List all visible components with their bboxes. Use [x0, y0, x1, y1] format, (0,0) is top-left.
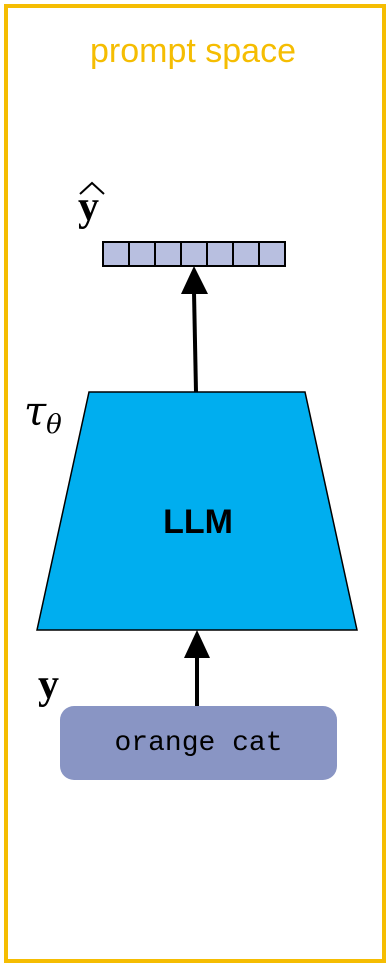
panel-title: prompt space — [90, 32, 296, 70]
prompt-space-panel — [4, 4, 386, 963]
output-vector-cell — [128, 241, 156, 267]
output-vector-cell — [154, 241, 182, 267]
llm-label: LLM — [163, 503, 233, 541]
theta-subscript: θ — [46, 410, 62, 440]
model-parameter-label: τθ — [24, 392, 62, 438]
output-vector-cell — [206, 241, 234, 267]
llm-trapezoid — [36, 391, 358, 631]
input-arrow-head — [184, 630, 210, 658]
input-y-label: y — [38, 662, 59, 708]
output-vector — [102, 241, 286, 267]
output-vector-cell — [102, 241, 130, 267]
input-prompt-text: orange cat — [114, 727, 283, 759]
output-arrow-shaft — [192, 291, 198, 393]
output-arrow-head — [181, 266, 208, 294]
output-vector-cell — [232, 241, 260, 267]
tau-symbol: τ — [24, 389, 47, 435]
output-y-hat-label: y — [78, 184, 99, 230]
output-vector-cell — [258, 241, 286, 267]
input-prompt-box: orange cat — [60, 706, 337, 780]
y-hat-accent — [79, 181, 105, 195]
output-vector-cell — [180, 241, 208, 267]
